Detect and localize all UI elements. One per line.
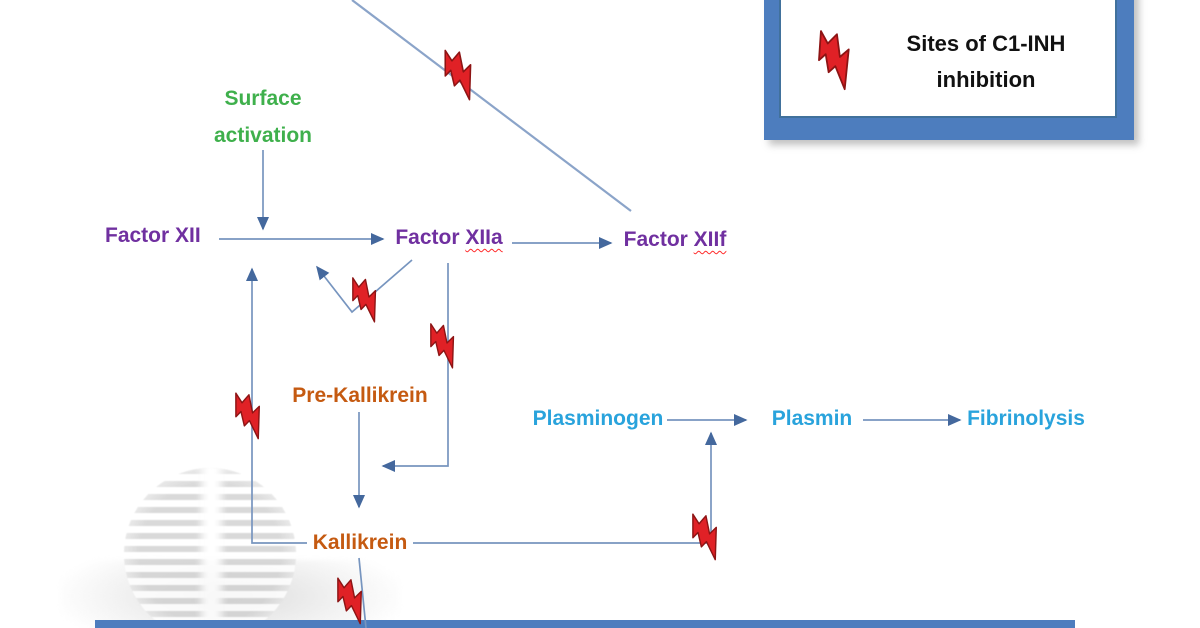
inhibition-bolt-icon-kallikrein-to-plasminogen — [692, 513, 717, 561]
inhibition-bolt-icon-kallikrein-feedback — [235, 392, 260, 440]
arrow-kallikrein-down-cutoff — [358, 557, 367, 628]
factor-xiif-prefix: Factor — [623, 228, 694, 251]
arrow-kallikrein-feedback-to-factor-xii — [245, 267, 307, 544]
arrow-top-diagonal-to-factor-xiif — [351, 0, 632, 212]
legend-label: Sites of C1-INH inhibition — [864, 26, 1108, 98]
bottom-blue-bar — [95, 620, 1075, 628]
node-plasmin: Plasmin — [771, 407, 853, 430]
arrow-factor-xiia-feedback-to-xii — [316, 259, 413, 314]
node-factor-xii: Factor XII — [105, 224, 201, 247]
arrow-factor-xiia-to-prekallikrein-conversion — [381, 263, 449, 473]
factor-xiia-prefix: Factor — [395, 226, 466, 249]
inhibition-bolt-icon-xiia-feedback — [352, 277, 377, 323]
inhibition-bolt-icon-xiia-to-prekallikrein — [430, 323, 455, 369]
node-pre-kallikrein: Pre-Kallikrein — [292, 384, 428, 407]
node-kallikrein: Kallikrein — [312, 531, 408, 554]
node-surface-activation: Surface activation — [214, 80, 312, 154]
node-factor-xiif: Factor XIIf — [624, 228, 727, 251]
legend-label-line1: Sites of C1-INH — [906, 31, 1066, 56]
factor-xiif-suffix: XIIf — [693, 228, 727, 251]
factor-xiia-suffix: XIIa — [465, 226, 503, 249]
striped-sphere-watermark-icon — [124, 468, 296, 628]
node-factor-xiia: Factor XIIa — [395, 226, 502, 249]
arrow-kallikrein-to-plasminogen-conversion — [413, 431, 718, 544]
node-fibrinolysis: Fibrinolysis — [967, 407, 1085, 430]
node-plasminogen: Plasminogen — [532, 407, 664, 430]
legend-label-line2: inhibition — [936, 67, 1036, 92]
legend-box: Sites of C1-INH inhibition — [764, 0, 1134, 140]
inhibition-bolt-icon-top-diagonal — [444, 49, 472, 101]
surface-activation-line1: Surface — [224, 87, 302, 110]
surface-activation-line2: activation — [213, 124, 313, 147]
inhibition-bolt-icon-kallikrein-bottom — [337, 577, 362, 625]
legend-lightning-bolt-icon — [818, 30, 850, 91]
